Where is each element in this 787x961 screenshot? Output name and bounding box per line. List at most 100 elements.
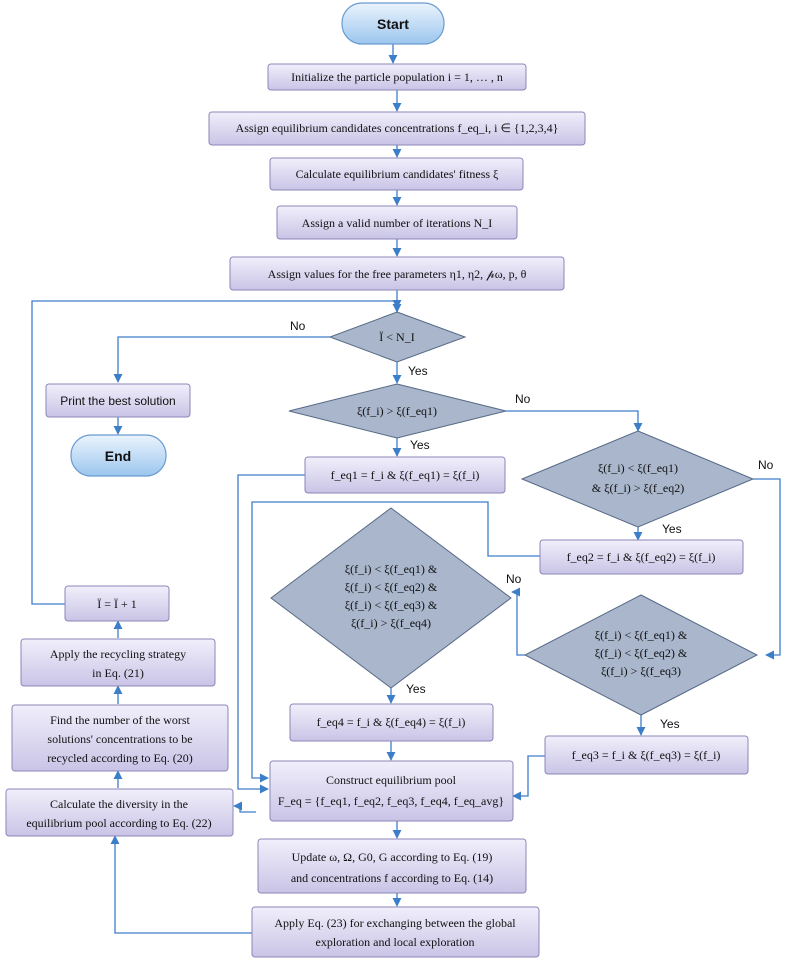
set-eq2-node: f_eq2 = f_i & ξ(f_eq2) = ξ(f_i) xyxy=(539,539,744,575)
start-shape xyxy=(341,2,445,45)
pool-label-1: Construct equilibrium pool xyxy=(326,773,457,787)
recycle-box xyxy=(20,638,216,687)
assign-params-label: Assign values for the free parameters η1… xyxy=(268,267,527,281)
edge-eq2-pool xyxy=(251,501,540,783)
edge-pool-diversity xyxy=(233,801,256,813)
cond4-no-label: No xyxy=(506,572,522,586)
diversity-box xyxy=(5,788,234,837)
assign-iter-label: Assign a valid number of iterations N_I xyxy=(302,216,493,230)
set-eq1-node: f_eq1 = f_i & ξ(f_eq1) = ξ(f_i) xyxy=(304,456,506,494)
update-node: Update ω, Ω, G0, G according to Eq. (19)… xyxy=(257,838,527,894)
edge-increment-loop xyxy=(31,299,402,605)
cond-iter-node: Ï < N_I xyxy=(328,311,467,363)
apply23-label-1: Apply Eq. (23) for exchanging between th… xyxy=(274,916,516,930)
cond-iter-shape xyxy=(328,311,467,363)
worst-label-3: recycled according to Eq. (20) xyxy=(47,751,193,765)
cond-iter-yes-label: Yes xyxy=(408,364,428,378)
edge-eq1-pool xyxy=(237,474,305,794)
cond-iter-label: Ï < N_I xyxy=(379,330,414,344)
cond3-label-3: ξ(f_i) > ξ(f_eq3) xyxy=(601,664,681,678)
pool-node: Construct equilibrium pool F_eq = {f_eq1… xyxy=(269,760,514,822)
start-label: Start xyxy=(377,16,409,32)
increment-node: Ï = Ï + 1 xyxy=(64,585,170,622)
cond4-label-3: ξ(f_i) < ξ(f_eq3) & xyxy=(345,598,438,612)
assign-params-node: Assign values for the free parameters η1… xyxy=(229,256,565,291)
calc-fitness-node: Calculate equilibrium candidates' fitnes… xyxy=(269,157,524,191)
cond1-node: ξ(f_i) > ξ(f_eq1) xyxy=(288,383,507,439)
cond4-node: ξ(f_i) < ξ(f_eq1) & ξ(f_i) < ξ(f_eq2) & … xyxy=(270,507,512,689)
cond4-label-4: ξ(f_i) > ξ(f_eq4) xyxy=(351,616,431,630)
set-eq2-label: f_eq2 = f_i & ξ(f_eq2) = ξ(f_i) xyxy=(567,550,716,564)
cond1-no-label: No xyxy=(515,392,531,406)
edges xyxy=(31,44,781,934)
edge-cond-no xyxy=(113,336,330,383)
diversity-label-1: Calculate the diversity in the xyxy=(50,797,188,811)
cond3-node: ξ(f_i) < ξ(f_eq1) & ξ(f_i) < ξ(f_eq2) & … xyxy=(523,594,759,716)
set-eq1-box xyxy=(304,456,506,494)
set-eq4-box xyxy=(289,703,494,742)
assign-conc-node: Assign equilibrium candidates concentrat… xyxy=(208,111,586,146)
diversity-node: Calculate the diversity in the equilibri… xyxy=(5,788,234,837)
update-label-1: Update ω, Ω, G0, G according to Eq. (19) xyxy=(292,850,493,864)
start-node: Start xyxy=(341,2,445,45)
worst-node: Find the number of the worst solutions' … xyxy=(11,704,229,772)
apply23-label-2: exploration and local exploration xyxy=(316,935,475,949)
cond3-label-1: ξ(f_i) < ξ(f_eq1) & xyxy=(595,628,688,642)
cond2-node: ξ(f_i) < ξ(f_eq1) & ξ(f_i) > ξ(f_eq2) xyxy=(520,430,755,528)
init-label: Initialize the particle population i = 1… xyxy=(291,70,503,84)
print-best-label: Print the best solution xyxy=(60,394,175,408)
set-eq3-label: f_eq3 = f_i & ξ(f_eq3) = ξ(f_i) xyxy=(572,748,721,762)
cond2-no-label: No xyxy=(758,458,774,472)
cond3-yes-label: Yes xyxy=(660,717,680,731)
end-node: End xyxy=(70,434,167,477)
edge-c1-no xyxy=(506,410,643,432)
recycle-label-1: Apply the recycling strategy xyxy=(50,647,186,661)
set-eq4-node: f_eq4 = f_i & ξ(f_eq4) = ξ(f_i) xyxy=(289,703,494,742)
update-label-2: and concentrations f according to Eq. (1… xyxy=(291,871,493,885)
print-best-box xyxy=(45,383,191,418)
set-eq2-box xyxy=(539,539,744,575)
pool-label-2: F_eq = {f_eq1, f_eq2, f_eq3, f_eq4, f_eq… xyxy=(278,794,504,808)
assign-params-box xyxy=(229,256,565,291)
cond4-label-1: ξ(f_i) < ξ(f_eq1) & xyxy=(345,562,438,576)
assign-iter-box xyxy=(276,205,518,240)
cond2-label-2: & ξ(f_i) > ξ(f_eq2) xyxy=(592,481,684,495)
cond1-label: ξ(f_i) > ξ(f_eq1) xyxy=(357,404,437,418)
cond2-shape xyxy=(520,430,755,528)
pool-box xyxy=(269,760,514,822)
cond1-shape xyxy=(288,383,507,439)
set-eq1-label: f_eq1 = f_i & ξ(f_eq1) = ξ(f_i) xyxy=(331,468,480,482)
edge-labels: No Yes No Yes No Yes No Yes Yes xyxy=(290,319,774,731)
cond-iter-no-label: No xyxy=(290,319,306,333)
assign-conc-label: Assign equilibrium candidates concentrat… xyxy=(236,121,559,135)
set-eq3-node: f_eq3 = f_i & ξ(f_eq3) = ξ(f_i) xyxy=(544,735,749,775)
cond4-yes-label: Yes xyxy=(406,682,426,696)
edge-eq3-pool xyxy=(512,755,545,801)
set-eq3-box xyxy=(544,735,749,775)
increment-label: Ï = Ï + 1 xyxy=(97,597,137,611)
print-best-node: Print the best solution xyxy=(45,383,191,418)
edge-c2-no xyxy=(753,478,781,660)
recycle-node: Apply the recycling strategy in Eq. (21) xyxy=(20,638,216,687)
assign-iter-node: Assign a valid number of iterations N_I xyxy=(276,205,518,240)
cond4-label-2: ξ(f_i) < ξ(f_eq2) & xyxy=(345,580,438,594)
calc-fitness-label: Calculate equilibrium candidates' fitnes… xyxy=(296,167,499,181)
cond2-label-1: ξ(f_i) < ξ(f_eq1) xyxy=(598,461,678,475)
cond4-shape xyxy=(270,507,512,689)
worst-label-1: Find the number of the worst xyxy=(50,713,190,727)
apply23-box xyxy=(251,906,540,958)
edge-c3-no xyxy=(511,587,525,656)
edge-apply23-diversity xyxy=(110,835,252,934)
assign-conc-box xyxy=(208,111,586,146)
worst-box xyxy=(11,704,229,772)
recycle-label-2: in Eq. (21) xyxy=(92,666,144,680)
cond1-yes-label: Yes xyxy=(410,438,430,452)
cond3-shape xyxy=(523,594,759,716)
update-box xyxy=(257,838,527,894)
worst-label-2: solutions' concentrations to be xyxy=(47,732,192,746)
init-node: Initialize the particle population i = 1… xyxy=(267,63,527,91)
calc-fitness-box xyxy=(269,157,524,191)
increment-box xyxy=(64,585,170,622)
init-box xyxy=(267,63,527,91)
